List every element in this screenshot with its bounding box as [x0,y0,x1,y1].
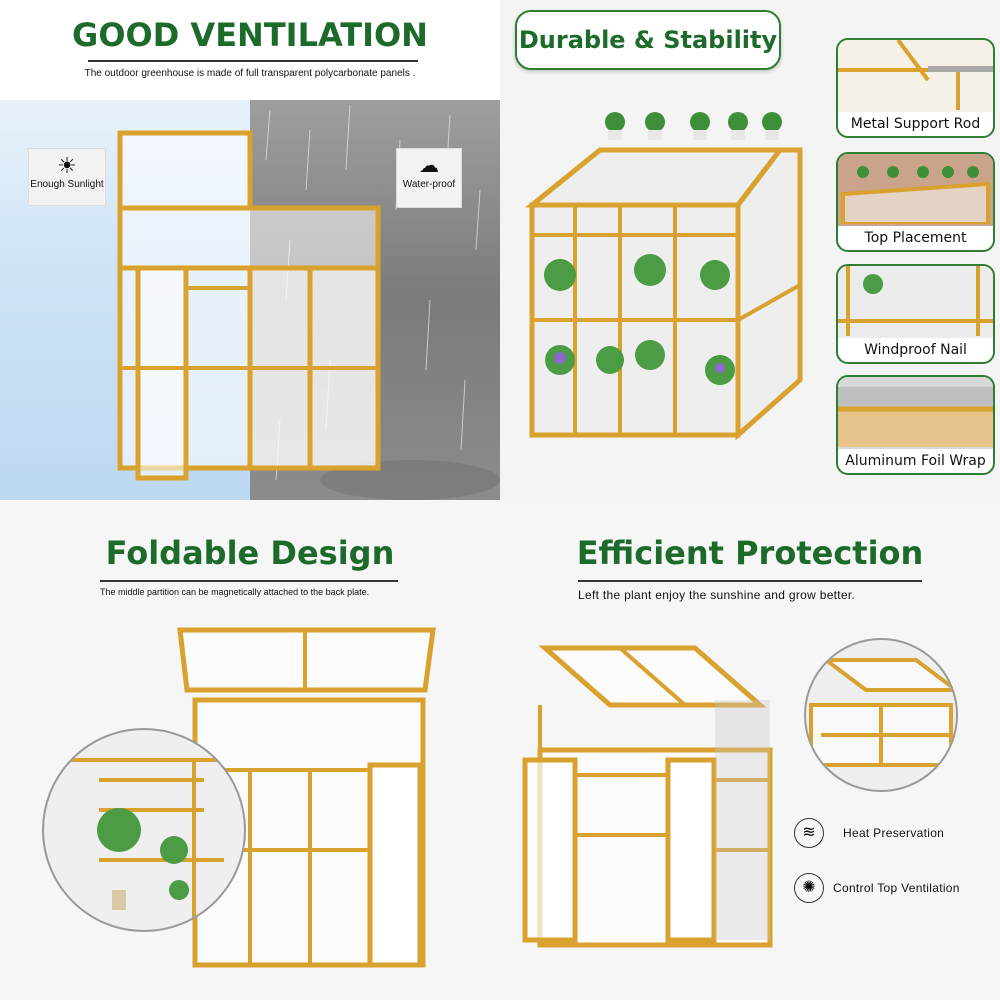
feature-label: Metal Support Rod [850,116,981,132]
waterproof-label: Water-proof [402,179,456,190]
panel-efficient-protection: Efficient Protection Left the plant enjo… [500,500,1000,1000]
title-underline [578,580,922,582]
feature-image [838,377,993,449]
feature-label: Aluminum Foil Wrap [845,453,986,469]
sunlight-label: Enough Sunlight [30,179,104,190]
panel-title: Efficient Protection [576,534,924,572]
feature-top-placement: Top Placement [836,152,995,252]
greenhouse-illustration [117,130,381,481]
sun-icon: ☀ [57,153,77,178]
feature-image [838,40,993,112]
heat-preservation-label: Heat Preservation [843,826,945,840]
panel-good-ventilation: GOOD VENTILATION The outdoor greenhouse … [0,0,500,500]
greenhouse-illustration [522,645,773,948]
heat-preservation-icon: ≋ [794,818,824,848]
greenhouse-illustration [524,112,803,441]
detail-inset-circle [804,638,958,792]
rain-cloud-icon: ☁ [419,155,439,177]
feature-image [838,154,993,226]
panel-subtitle: Left the plant enjoy the sunshine and gr… [578,588,856,602]
ventilation-label: Control Top Ventilation [833,881,960,895]
panel-foldable-design: Foldable Design The middle partition can… [0,500,500,1000]
detail-inset-circle [42,728,246,932]
panel-title: Foldable Design [105,534,395,572]
feature-metal-support-rod: Metal Support Rod [836,38,995,138]
feature-image [838,266,993,338]
panel-subtitle: The middle partition can be magnetically… [100,587,370,597]
panel-durable-stability: Durable & Stability [500,0,1000,500]
feature-windproof-nail: Windproof Nail [836,264,995,364]
panel-subtitle: The outdoor greenhouse is made of full t… [84,68,416,79]
title-underline [100,580,398,582]
feature-label: Top Placement [864,230,967,246]
waterproof-badge: ☁ Water-proof [396,148,462,208]
feature-aluminum-foil-wrap: Aluminum Foil Wrap [836,375,995,475]
title-underline [88,60,418,62]
panel-title: GOOD VENTILATION [72,16,428,54]
sunlight-badge: ☀ Enough Sunlight [28,148,106,206]
panel-title: Durable & Stability [515,10,781,70]
ventilation-icon: ✺ [794,873,824,903]
feature-label: Windproof Nail [864,342,967,358]
